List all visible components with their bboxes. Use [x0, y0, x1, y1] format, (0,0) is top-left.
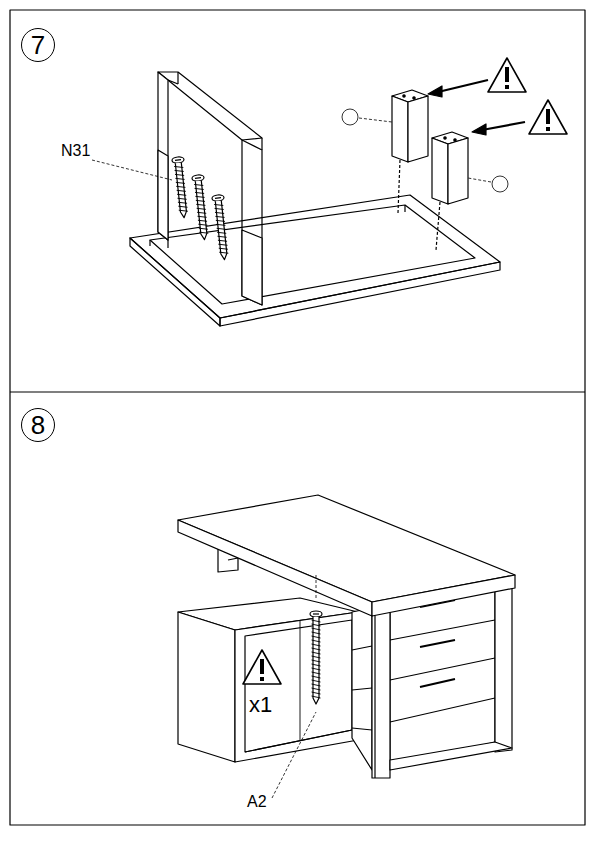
step-number: 8: [21, 408, 55, 442]
screw: [310, 611, 322, 704]
part-label: A2: [246, 794, 268, 810]
warning-triangle: [488, 58, 567, 134]
screw: [192, 174, 211, 240]
desk: [178, 495, 515, 778]
screw-group: [172, 156, 231, 260]
part-label: N31: [60, 143, 91, 159]
step-number: 7: [21, 28, 55, 62]
step-divider: [10, 391, 585, 392]
leg-block: [432, 132, 468, 250]
part-marker: [342, 109, 358, 125]
part-marker: [492, 176, 508, 192]
leader-line: [272, 712, 316, 798]
screw: [172, 156, 190, 218]
leader-line: [92, 160, 172, 180]
warning-triangle: [243, 650, 281, 684]
screw: [212, 194, 231, 260]
quantity-label: x1: [248, 694, 273, 716]
step-number-text: 8: [31, 412, 45, 438]
screw: [310, 611, 322, 704]
step-number-text: 7: [31, 32, 45, 58]
leg-block: [392, 90, 428, 213]
page-frame: [10, 10, 585, 825]
leg-frame: [130, 72, 500, 326]
